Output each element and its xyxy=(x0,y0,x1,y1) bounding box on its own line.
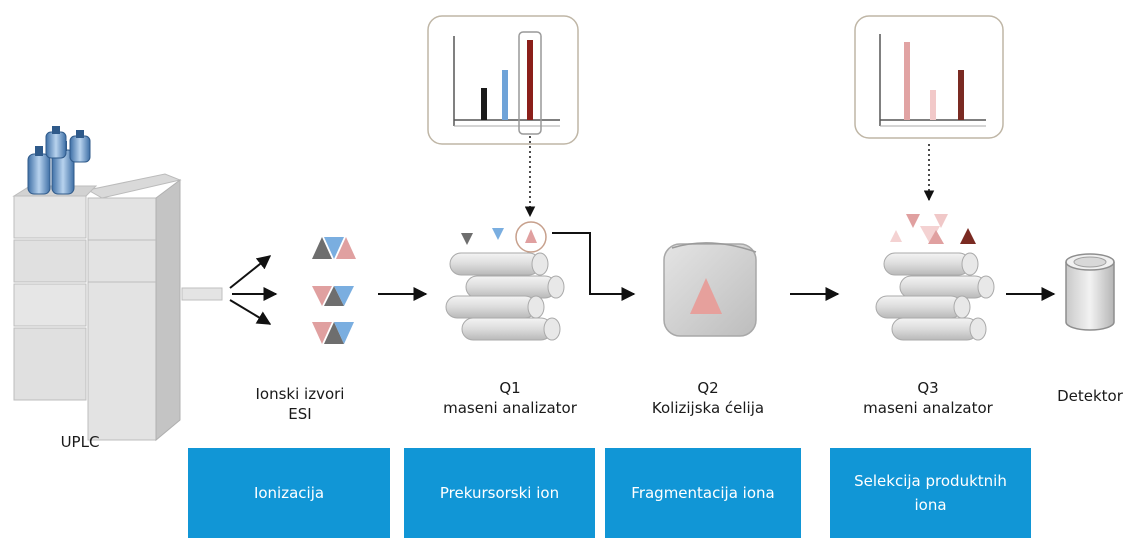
q1-spectrum-inset xyxy=(427,15,579,145)
q2-collision-cell-icon xyxy=(663,242,757,337)
product-ion-selection-line1: Selekcija produktnih xyxy=(854,472,1007,490)
q3-quadrupole-icon xyxy=(875,214,995,341)
product-ion-selection-box-label: Selekcija produktnih iona xyxy=(854,469,1007,517)
q3-label: Q3 maseni analzator xyxy=(848,378,1008,418)
detector-label: Detektor xyxy=(1057,387,1123,405)
precursor-ion-box: Prekursorski ion xyxy=(404,448,595,538)
fragmentation-box-label: Fragmentacija iona xyxy=(631,484,775,502)
q3-spectrum-inset xyxy=(854,15,1004,139)
precursor-ion-box-label: Prekursorski ion xyxy=(439,484,560,502)
q1-peak-dark xyxy=(481,88,487,120)
uplc-outlet-tube xyxy=(181,287,223,301)
ion-source-label: Ionski izvori ESI xyxy=(240,384,360,424)
uplc-instrument-icon xyxy=(12,126,182,442)
ionization-box-label: Ionizacija xyxy=(253,484,325,502)
q3-label-line1: Q3 xyxy=(917,379,939,397)
q1-quadrupole-icon xyxy=(445,221,565,341)
q1-peak-blue xyxy=(502,70,508,120)
q1-selection-box xyxy=(518,31,542,135)
q1-label-line1: Q1 xyxy=(499,379,521,397)
ion-source-label-line2: ESI xyxy=(288,405,312,423)
spray-arrows xyxy=(229,255,278,325)
uplc-label: UPLC xyxy=(60,433,100,451)
q1-label-line2: maseni analizator xyxy=(443,399,577,417)
ionization-box: Ionizacija xyxy=(188,448,390,538)
fragmentation-box: Fragmentacija iona xyxy=(605,448,801,538)
ion-source-label-line1: Ionski izvori xyxy=(255,385,345,403)
q3-peak-3 xyxy=(958,70,964,120)
product-ion-selection-box: Selekcija produktnih iona xyxy=(830,448,1031,538)
arrow-to-q2 xyxy=(552,232,636,301)
detector-icon xyxy=(1065,253,1115,331)
esi-ions xyxy=(312,237,356,344)
q1-label: Q1 maseni analizator xyxy=(430,378,590,418)
q3-peak-1 xyxy=(904,42,910,120)
q2-label-line1: Q2 xyxy=(697,379,719,397)
q3-label-line2: maseni analzator xyxy=(863,399,993,417)
q3-peak-2 xyxy=(930,90,936,120)
q2-label: Q2 Kolizijska ćelija xyxy=(628,378,788,418)
product-ion-selection-line2: iona xyxy=(914,496,947,514)
q2-label-line2: Kolizijska ćelija xyxy=(651,399,765,417)
q1-peak-selected xyxy=(527,40,533,120)
